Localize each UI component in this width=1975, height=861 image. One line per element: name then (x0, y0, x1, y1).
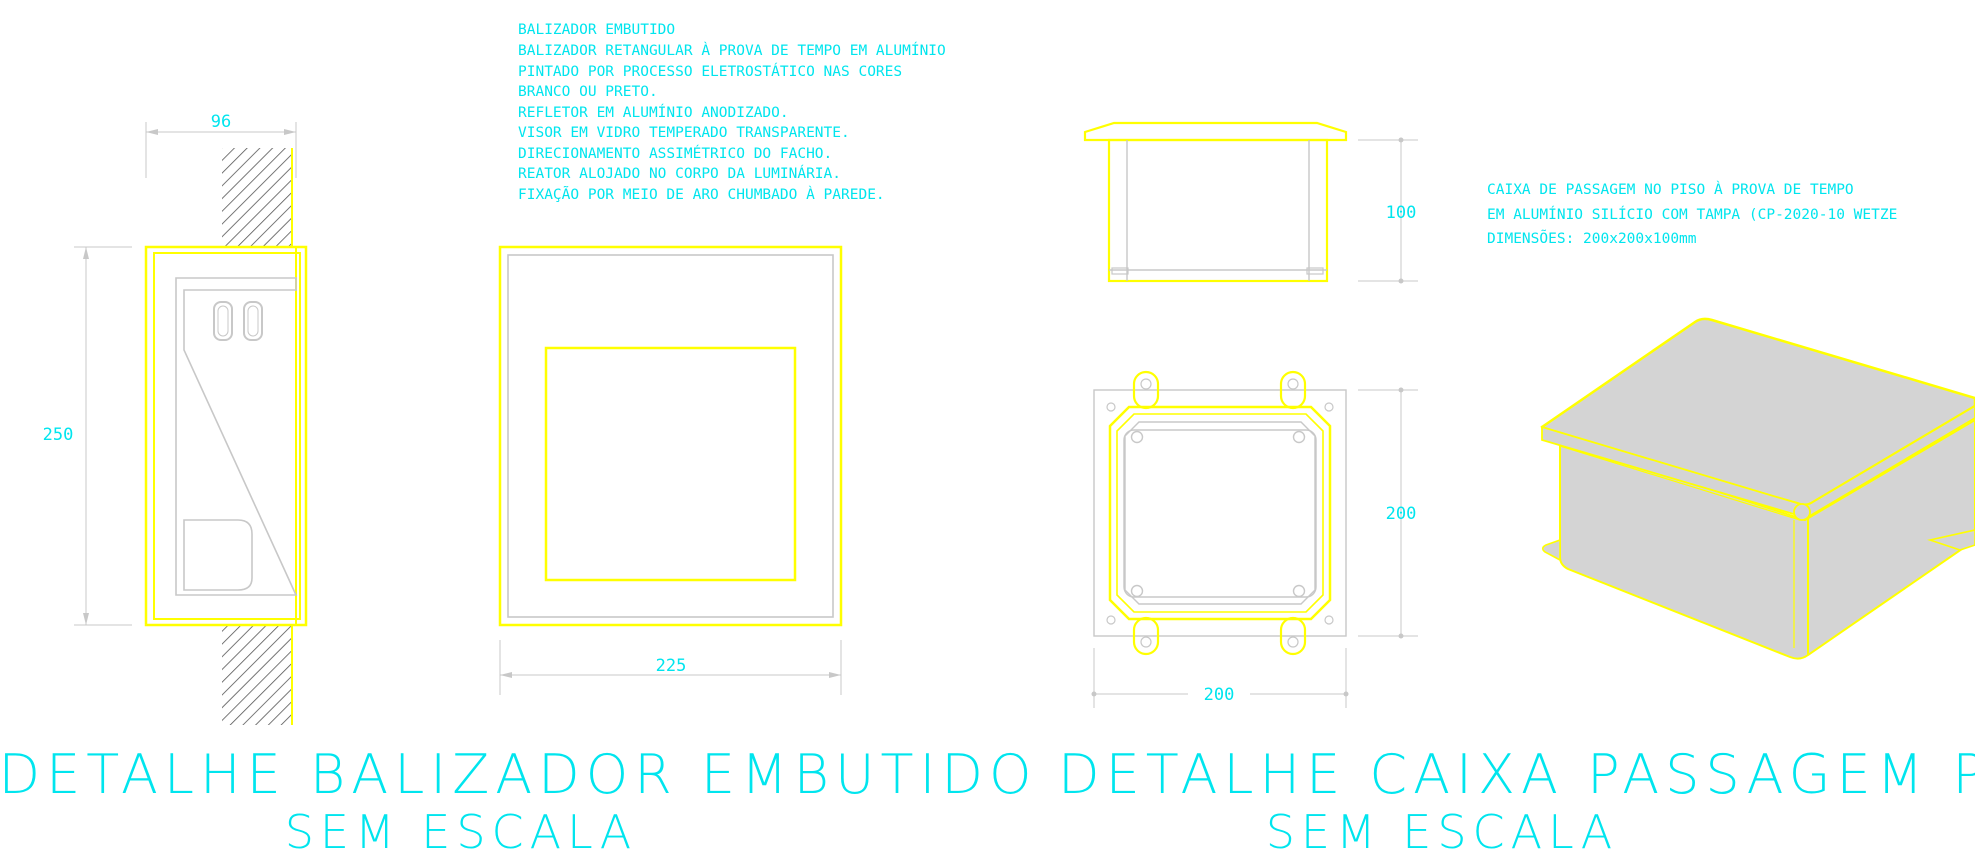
balizador-front-visor (544, 346, 797, 582)
switch-left-inner (217, 305, 229, 337)
balizador-spec-line: BALIZADOR EMBUTIDO (518, 22, 675, 38)
caixa-iso-flange-left (1541, 538, 1561, 562)
switch-right (243, 301, 263, 341)
balizador-spec-block: BALIZADOR EMBUTIDO BALIZADOR RETANGULAR … (518, 22, 946, 203)
balizador-spec-line: FIXAÇÃO POR MEIO DE ARO CHUMBADO À PARED… (518, 186, 885, 203)
balizador-scale-label: SEM ESCALA (285, 805, 638, 859)
caixa-foot-right (1306, 267, 1324, 275)
caixa-foot-left (1111, 267, 1129, 275)
switch-left (213, 301, 233, 341)
caixa-spec-block: CAIXA DE PASSAGEM NO PISO À PROVA DE TEM… (1487, 181, 1897, 247)
caixa-spec-line: DIMENSÕES: 200x200x100mm (1487, 230, 1697, 247)
caixa-plan-lid-outer (1108, 405, 1332, 621)
dim-label-200-horizontal: 200 (1204, 685, 1235, 705)
switch-right-inner (247, 305, 259, 337)
balizador-front-inner-frame (507, 254, 834, 618)
caixa-scale-label: SEM ESCALA (1266, 805, 1619, 859)
lid-screw (1130, 584, 1144, 598)
balizador-housing-inner (153, 252, 301, 620)
caixa-isometric-view (1540, 317, 1975, 660)
balizador-spec-line: REATOR ALOJADO NO CORPO DA LUMINÁRIA. (518, 165, 841, 182)
caixa-plan-cover (1123, 429, 1317, 598)
caixa-plan-gasket (1124, 421, 1316, 605)
dim-label-100: 100 (1386, 203, 1417, 223)
dim-label-96: 96 (211, 112, 231, 132)
balizador-side-section: 96 250 (43, 112, 308, 725)
caixa-plan-base (1093, 389, 1347, 637)
caixa-iso-body (1559, 418, 1975, 660)
balizador-spec-line: PINTADO POR PROCESSO ELETROSTÁTICO NAS C… (518, 63, 902, 80)
balizador-front-frame (498, 245, 843, 627)
caixa-iso-flange-right (1927, 529, 1975, 551)
dim-label-225: 225 (656, 656, 687, 676)
balizador-reflector (175, 277, 298, 596)
wall-hatch-bottom (222, 625, 292, 725)
lid-screw (1292, 584, 1306, 598)
caixa-spec-line: CAIXA DE PASSAGEM NO PISO À PROVA DE TEM… (1487, 181, 1854, 198)
caixa-plan-lid-inner (1116, 413, 1324, 613)
caixa-elevation-view: 100 (1083, 121, 1418, 284)
lid-screw (1130, 430, 1144, 444)
wall-hatch-top (222, 148, 292, 248)
ballast-box (183, 519, 253, 591)
caixa-elevation-body (1107, 138, 1329, 283)
dim-label-200-vertical: 200 (1386, 504, 1417, 524)
balizador-spec-line: BALIZADOR RETANGULAR À PROVA DE TEMPO EM… (518, 42, 946, 59)
caixa-title: DETALHE CAIXA PASSAGEM PISO (1058, 743, 1975, 806)
balizador-spec-line: VISOR EM VIDRO TEMPERADO TRANSPARENTE. (518, 125, 850, 141)
balizador-title: DETALHE BALIZADOR EMBUTIDO (0, 743, 1038, 806)
balizador-spec-line: BRANCO OU PRETO. (518, 84, 658, 100)
caixa-spec-line: EM ALUMÍNIO SILÍCIO COM TAMPA (CP-2020-1… (1487, 206, 1897, 223)
caixa-elevation-lid (1083, 121, 1348, 142)
balizador-spec-line: REFLETOR EM ALUMÍNIO ANODIZADO. (518, 104, 789, 121)
balizador-front-view: 225 (498, 245, 843, 695)
balizador-housing-outer (144, 245, 308, 627)
dim-label-250: 250 (43, 425, 74, 445)
caixa-plan-view: 200 200 (1091, 370, 1418, 708)
lid-screw (1292, 430, 1306, 444)
balizador-spec-line: DIRECIONAMENTO ASSIMÉTRICO DO FACHO. (518, 145, 832, 162)
caixa-iso-corner-bolt (1793, 503, 1811, 521)
